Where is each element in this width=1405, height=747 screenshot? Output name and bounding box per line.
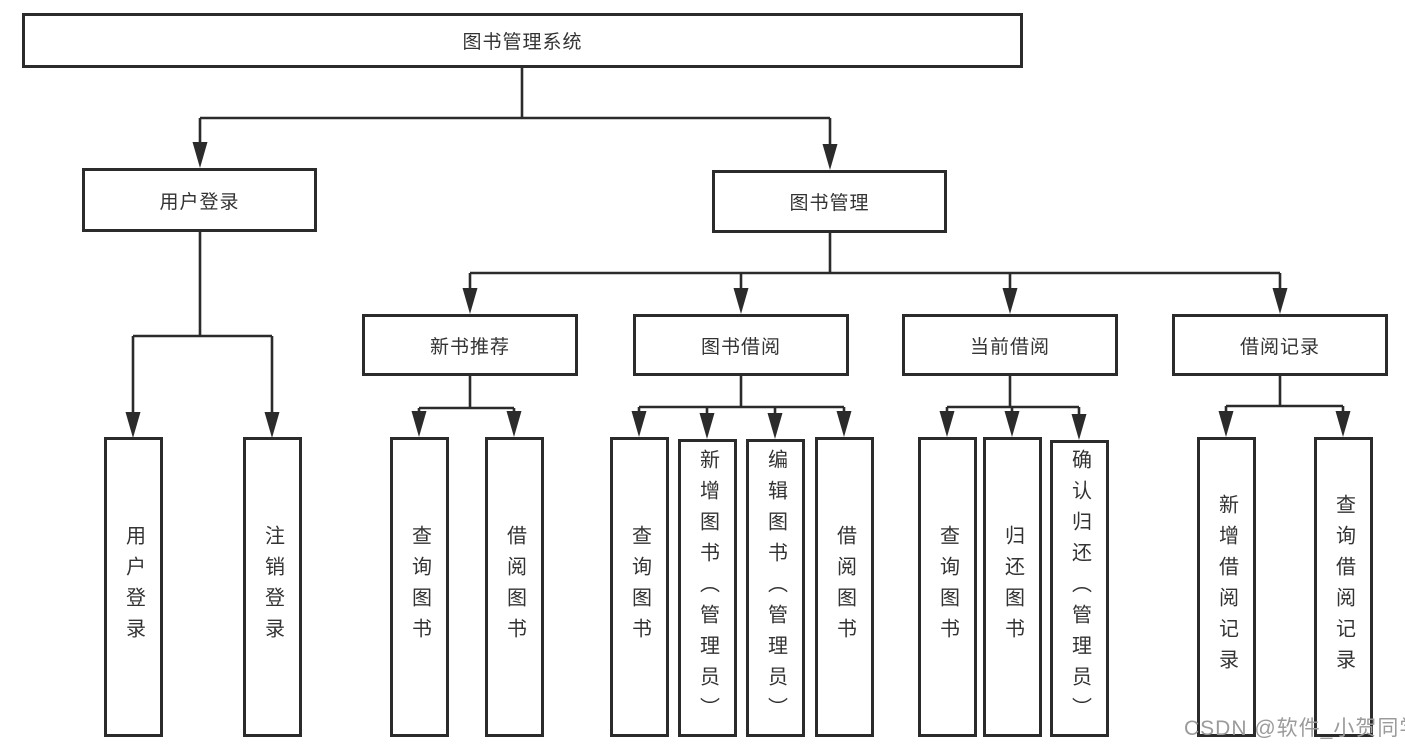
leaf-user-login-label: 用户登录 (122, 525, 145, 649)
leaf-query-books-2-label: 查询图书 (628, 525, 651, 649)
node-user-login-label: 用户登录 (159, 191, 240, 213)
node-book-management-label: 图书管理 (789, 193, 870, 214)
node-borrow-records-label: 借阅记录 (1239, 336, 1320, 358)
leaf-user-login: 用户登录 (104, 437, 163, 737)
node-book-borrow-label: 图书借阅 (700, 336, 781, 358)
leaf-add-borrow-record: 新增借阅记录 (1197, 437, 1256, 737)
leaf-query-books-2: 查询图书 (610, 437, 669, 737)
leaf-add-books-admin: 新增图书（管理员） (678, 439, 737, 737)
leaf-return-books: 归还图书 (983, 437, 1042, 737)
node-current-borrow-label: 当前借阅 (969, 336, 1050, 358)
node-library-system: 图书管理系统 (22, 13, 1023, 68)
leaf-borrow-books-1-label: 借阅图书 (503, 525, 526, 649)
csdn-watermark: CSDN @软件_小贺同学 (1184, 717, 1405, 740)
node-book-borrow: 图书借阅 (633, 314, 849, 376)
node-current-borrow: 当前借阅 (902, 314, 1118, 376)
leaf-confirm-return-admin: 确认归还（管理员） (1050, 440, 1109, 737)
leaf-query-books-3-label: 查询图书 (936, 525, 959, 649)
leaf-query-books-1-label: 查询图书 (408, 525, 431, 649)
leaf-edit-books-admin: 编辑图书（管理员） (746, 439, 805, 737)
node-new-book-recommend-label: 新书推荐 (429, 336, 510, 358)
leaf-query-borrow-record: 查询借阅记录 (1314, 437, 1373, 737)
leaf-logout-label: 注销登录 (261, 525, 284, 649)
node-new-book-recommend: 新书推荐 (362, 314, 578, 376)
leaf-confirm-return-admin-label: 确认归还（管理员） (1068, 449, 1091, 728)
leaf-query-books-3: 查询图书 (918, 437, 977, 737)
leaf-logout: 注销登录 (243, 437, 302, 737)
node-book-management: 图书管理 (712, 170, 947, 233)
leaf-borrow-books-1: 借阅图书 (485, 437, 544, 737)
leaf-query-books-1: 查询图书 (390, 437, 449, 737)
leaf-borrow-books-2: 借阅图书 (815, 437, 874, 737)
node-borrow-records: 借阅记录 (1172, 314, 1388, 376)
node-library-system-label: 图书管理系统 (462, 32, 583, 53)
leaf-add-books-admin-label: 新增图书（管理员） (696, 448, 719, 728)
leaf-add-borrow-record-label: 新增借阅记录 (1215, 494, 1238, 680)
leaf-edit-books-admin-label: 编辑图书（管理员） (764, 448, 787, 728)
leaf-return-books-label: 归还图书 (1001, 525, 1024, 649)
leaf-query-borrow-record-label: 查询借阅记录 (1332, 494, 1355, 680)
node-user-login: 用户登录 (82, 168, 317, 232)
leaf-borrow-books-2-label: 借阅图书 (833, 525, 856, 649)
